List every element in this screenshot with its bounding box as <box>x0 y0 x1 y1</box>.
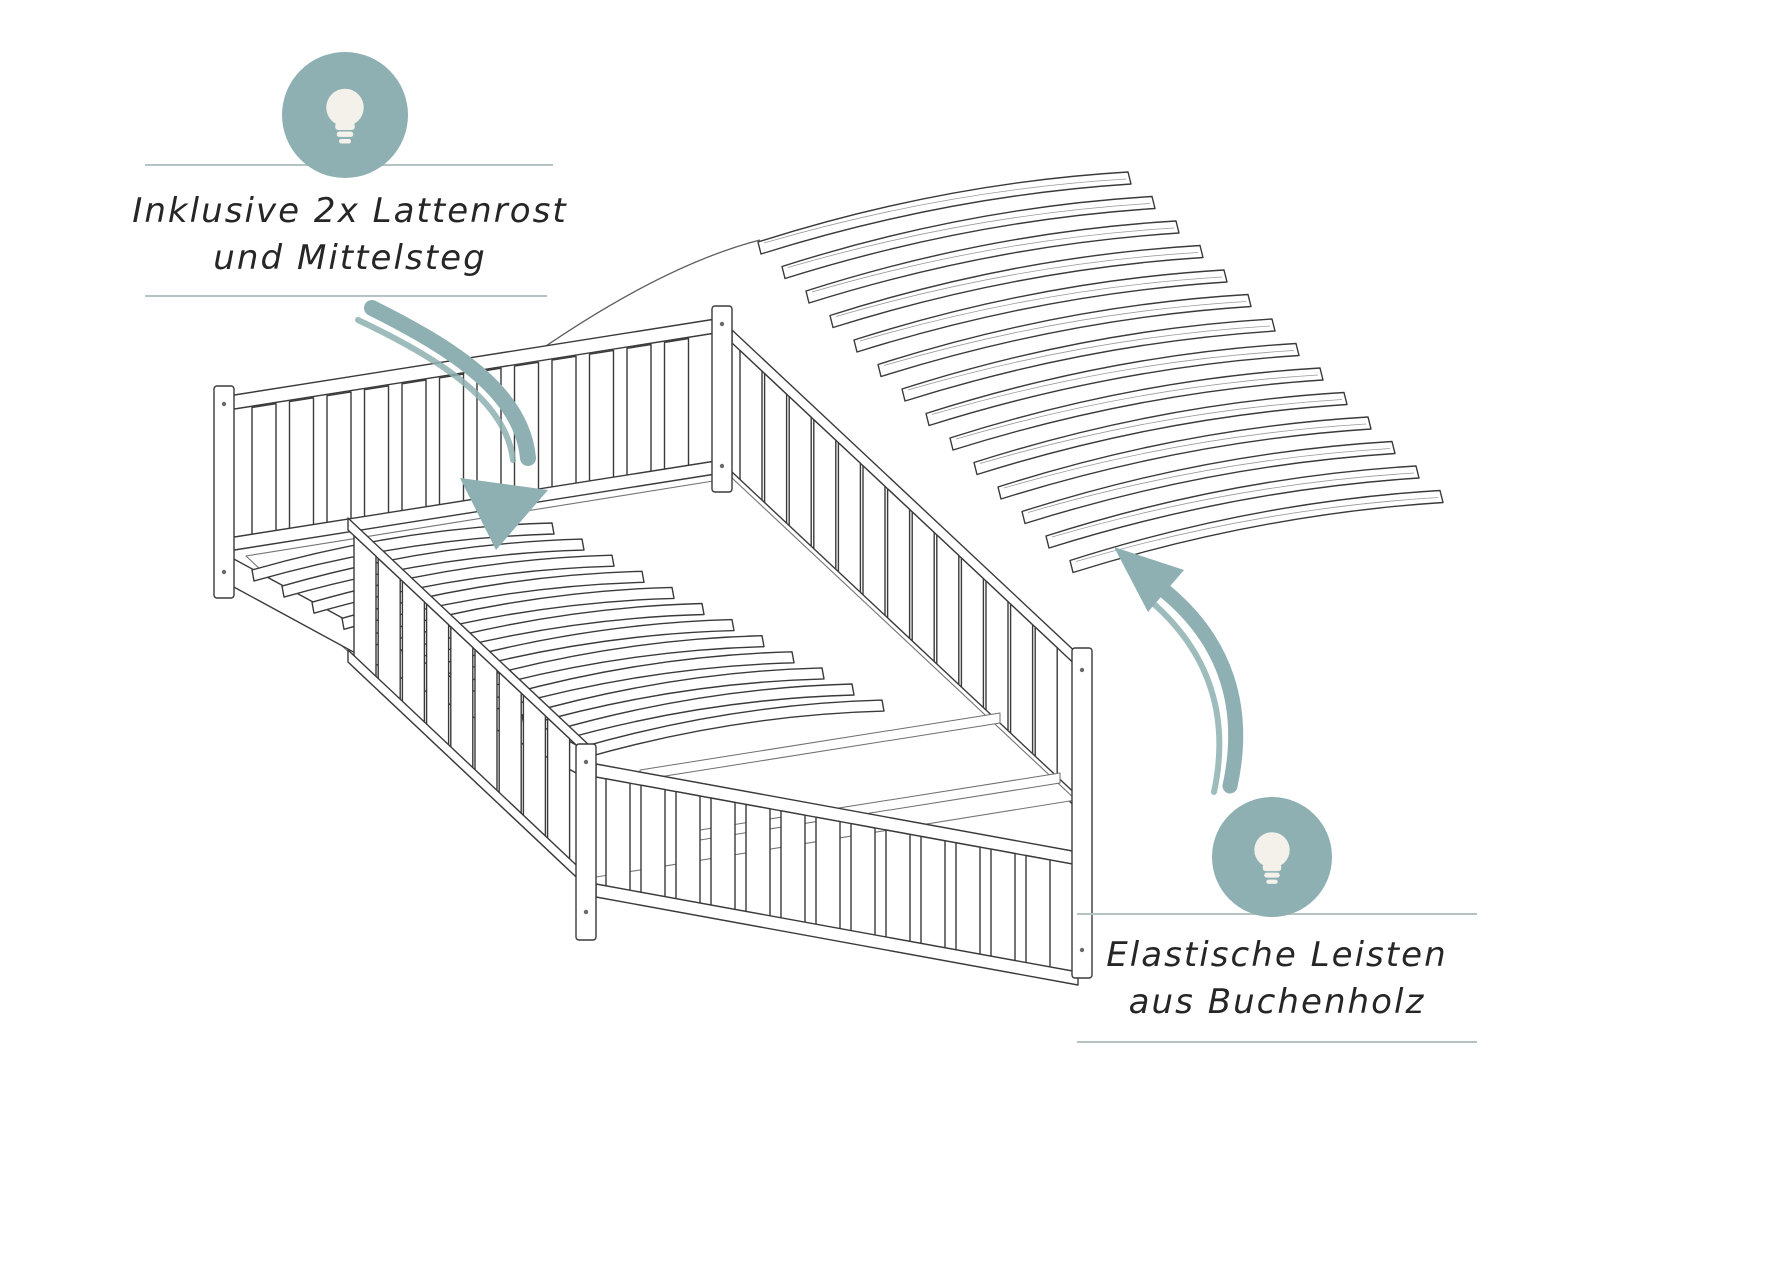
callout-line-1: Elastische Leisten <box>1106 935 1448 975</box>
callout-line-2: und Mittelsteg <box>213 238 487 278</box>
curved-arrow-up-icon <box>1114 547 1244 795</box>
lightbulb-icon <box>1212 797 1332 917</box>
front-rail <box>595 763 1079 986</box>
lightbulb-icon <box>282 52 408 178</box>
bed-frame <box>213 305 1093 986</box>
callout-line-2: aus Buchenholz <box>1128 982 1426 1022</box>
divider-line <box>1077 1041 1477 1043</box>
bed-posts <box>213 305 1093 979</box>
curved-arrow-down-icon <box>355 300 548 550</box>
callout-line-1: Inklusive 2x Lattenrost <box>132 191 568 231</box>
divider-line <box>145 295 547 297</box>
